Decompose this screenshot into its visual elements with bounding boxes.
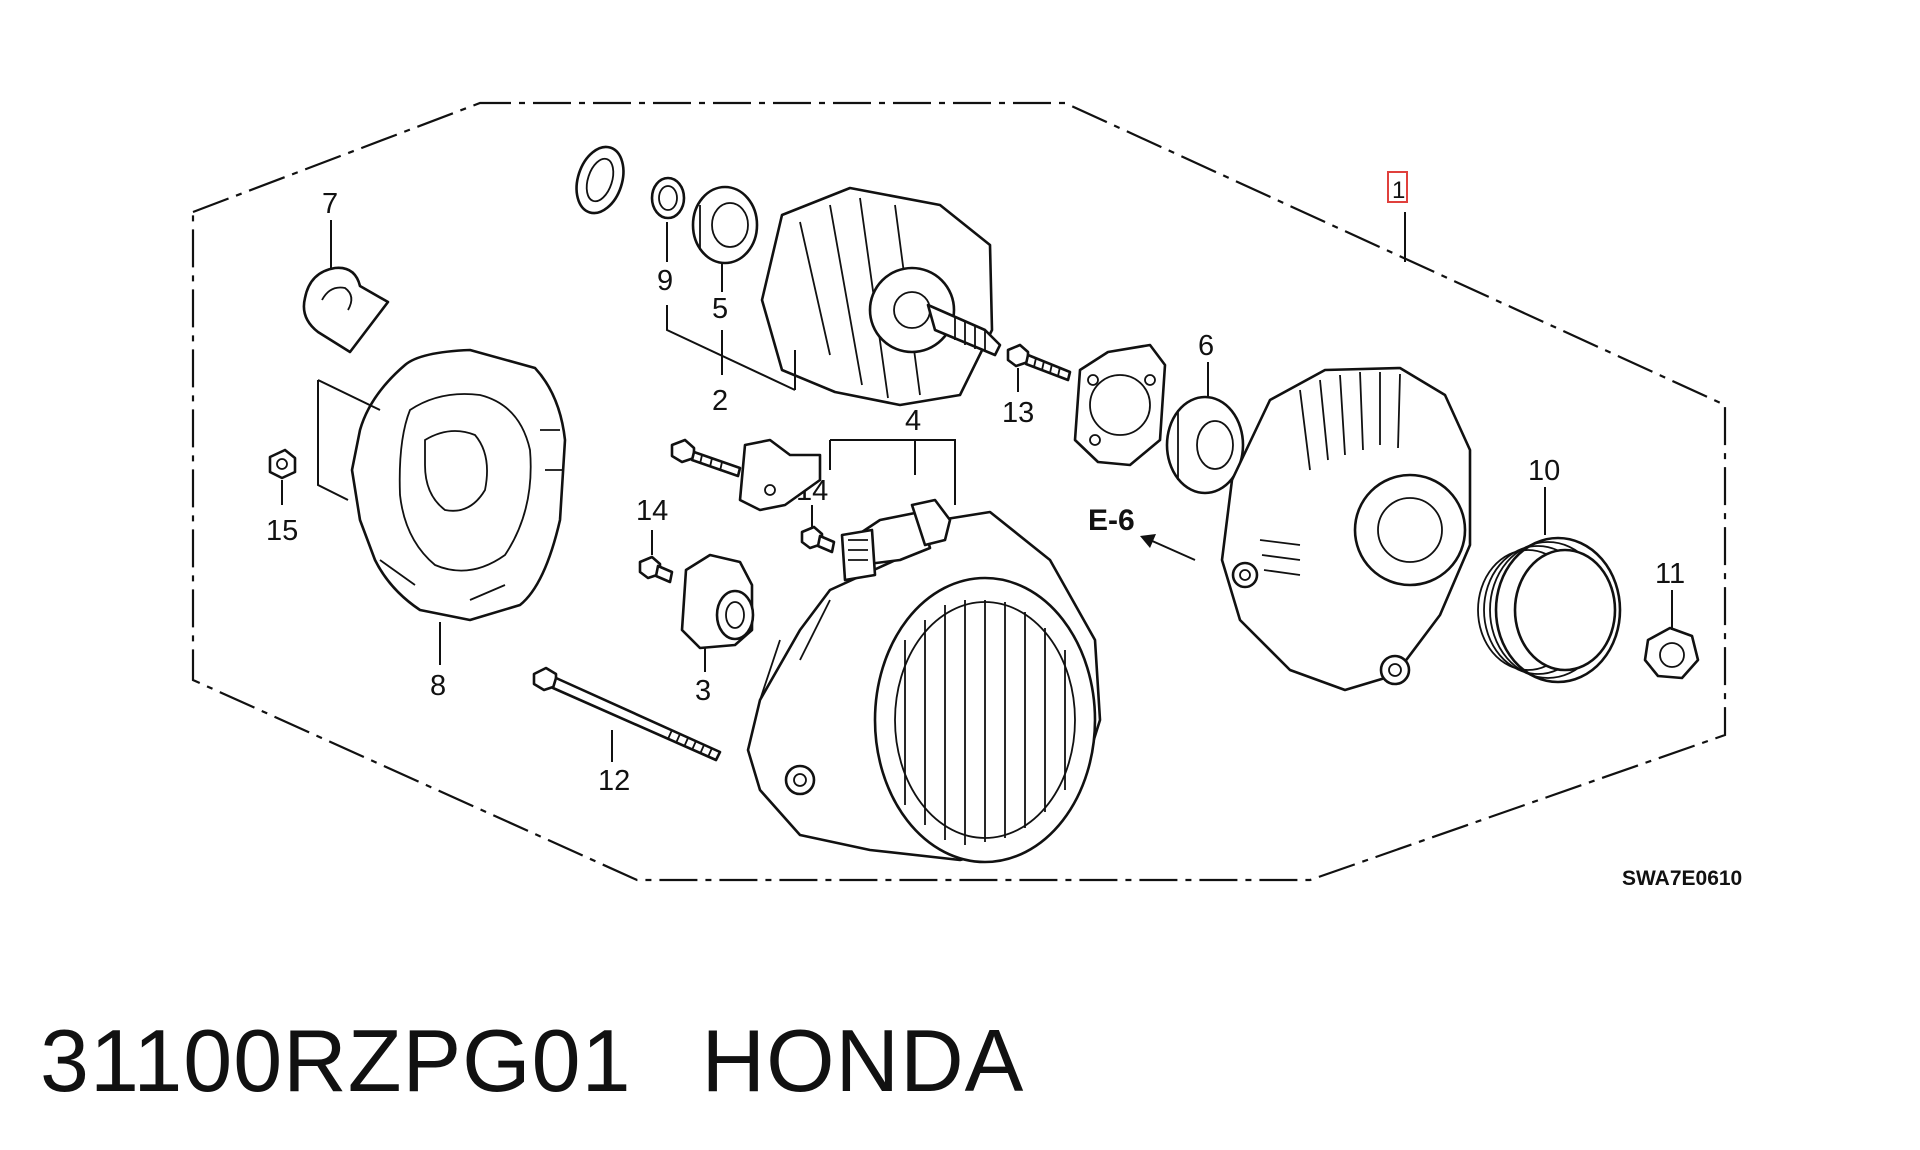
footer-title: 31100RZPG01 HONDA [40,1010,1024,1112]
brand: HONDA [701,1011,1025,1110]
reference-arrow-line [1149,539,1196,561]
part-13-bolt[interactable] [1006,343,1072,382]
callout-9[interactable]: 9 [657,265,673,297]
callout-15[interactable]: 15 [266,515,298,547]
leader-15 [281,379,381,505]
callout-14a[interactable]: 14 [636,495,668,527]
callout-4[interactable]: 4 [905,405,921,437]
part-7-terminal-cap[interactable] [302,266,390,354]
callout-10[interactable]: 10 [1528,455,1560,487]
part-front-housing[interactable] [1220,366,1472,692]
part-5-bearing[interactable] [691,185,759,265]
part-number: 31100RZPG01 [40,1011,632,1110]
assembly-boundary [191,101,1727,882]
callout-1[interactable]: 1 [1392,177,1405,204]
part-4-stator-housing[interactable] [746,498,1102,864]
callout-12[interactable]: 12 [598,765,630,797]
part-6-bearing[interactable] [1165,395,1245,495]
part-3-terminal-insulator[interactable] [680,553,755,650]
leader-2 [666,305,796,391]
callout-3[interactable]: 3 [695,675,711,707]
part-14-bolt-left[interactable] [638,555,674,584]
part-bracket[interactable] [670,438,822,512]
reference-arrow-head [1140,534,1156,548]
leader-4 [829,439,956,505]
reference-e6[interactable]: E-6 [1088,504,1135,537]
callout-7[interactable]: 7 [322,188,338,220]
part-10-pulley[interactable] [1477,536,1622,684]
part-15-nut[interactable] [268,448,297,480]
part-12-through-bolt[interactable] [532,666,722,762]
part-8-rear-cover[interactable] [350,348,567,622]
callout-6[interactable]: 6 [1198,330,1214,362]
callout-13[interactable]: 13 [1002,397,1034,429]
part-11-nut[interactable] [1643,626,1700,680]
part-retainer-plate[interactable] [1073,343,1167,467]
callout-5[interactable]: 5 [712,293,728,325]
part-9-o-ring[interactable] [569,141,686,220]
callout-11[interactable]: 11 [1655,558,1685,590]
callout-2[interactable]: 2 [712,385,728,417]
part-14-bolt-center[interactable] [800,525,836,554]
part-2-rotor[interactable] [760,186,1002,407]
highlight-box-1[interactable] [1387,171,1408,203]
diagram-code: SWA7E0610 [1622,867,1742,890]
callout-8[interactable]: 8 [430,670,446,702]
